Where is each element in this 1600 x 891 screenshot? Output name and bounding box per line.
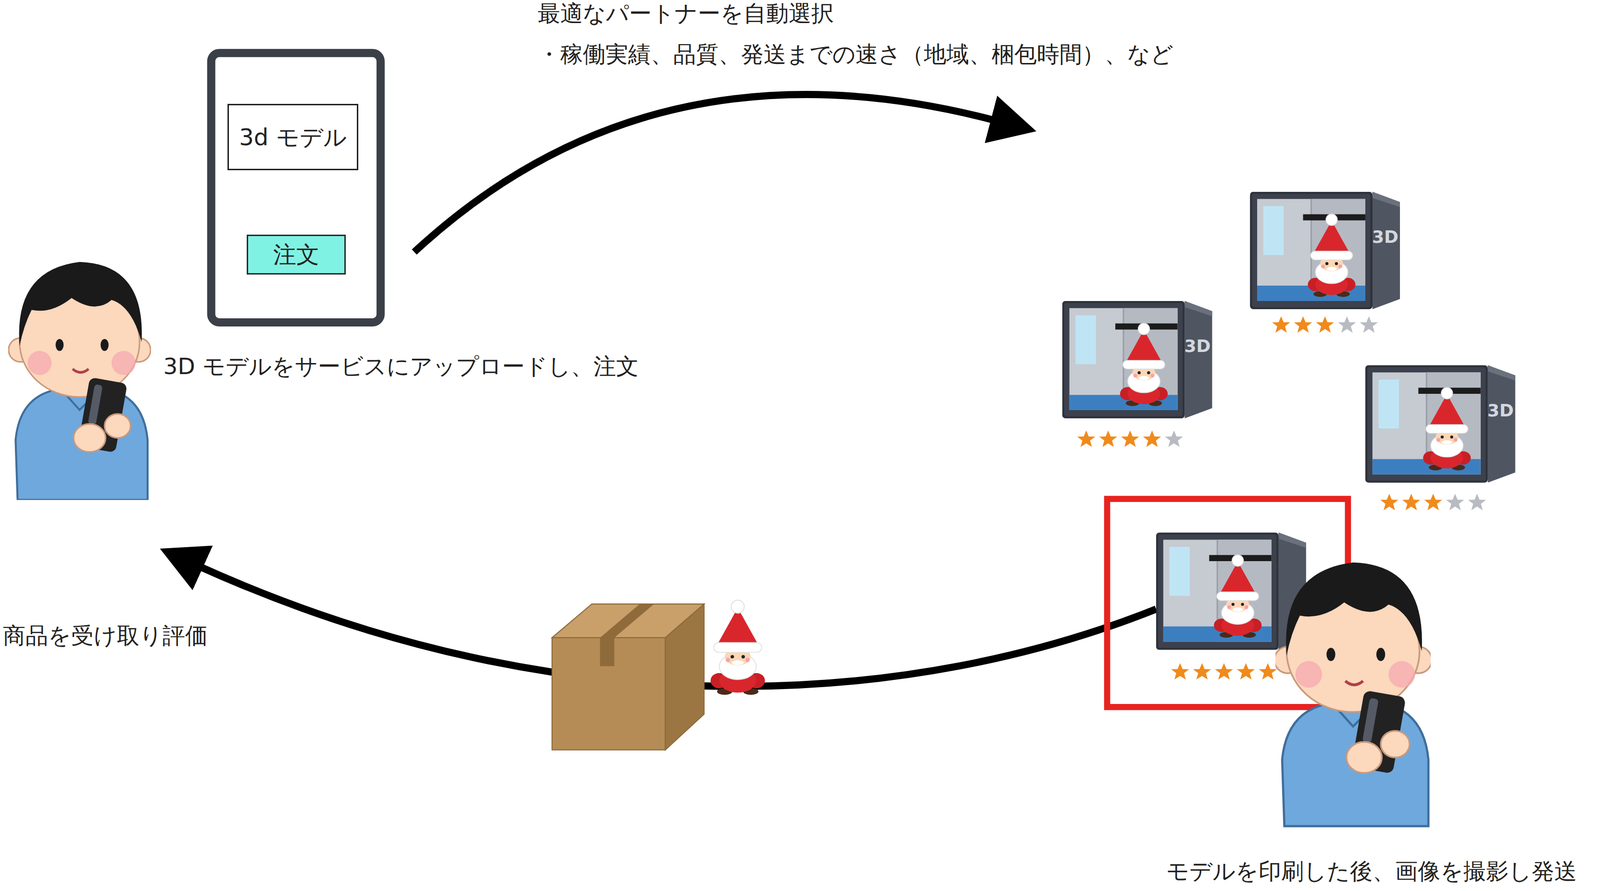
node-text: 注文	[273, 240, 320, 269]
order-button: 注文	[246, 234, 346, 275]
printer-mark: 3D	[1182, 335, 1213, 357]
node-text: 3d モデル	[239, 123, 347, 152]
art-part	[1164, 430, 1183, 447]
phone-frame	[211, 52, 381, 323]
art-part	[710, 600, 765, 695]
art-part	[1446, 493, 1464, 511]
printer-mark: 3D	[1485, 400, 1516, 421]
printer-icon	[1365, 365, 1516, 483]
art-part	[1143, 430, 1161, 447]
step-note: 3D モデルをサービスにアップロードし、注文	[163, 352, 639, 380]
art-part	[1360, 316, 1378, 333]
art-part	[1099, 430, 1118, 447]
model-box: 3d モデル	[227, 103, 358, 171]
printer-mark: 3D	[1370, 226, 1401, 248]
art-part	[1121, 430, 1139, 447]
flow-arrows	[199, 94, 1157, 687]
art-part	[1294, 316, 1312, 333]
people	[8, 262, 1432, 827]
art-part	[1077, 430, 1096, 447]
criteria-note: ・稼働実績、品質、発送までの速さ（地域、梱包時間）、など	[537, 40, 1174, 68]
upload-arrow	[414, 94, 995, 253]
art-part	[1423, 493, 1442, 511]
step-note: モデルを印刷した後、画像を撮影し発送	[1166, 857, 1577, 885]
art-part	[552, 637, 666, 750]
art-part	[1315, 316, 1334, 333]
art-part	[1214, 663, 1233, 680]
customer-figure	[8, 262, 151, 501]
printer-icon	[1062, 301, 1213, 419]
art-part	[1337, 316, 1356, 333]
printer-icon	[1249, 191, 1400, 310]
art-part	[1402, 493, 1421, 511]
step-note: 商品を受け取り評価	[2, 622, 208, 650]
art-part	[1259, 663, 1277, 680]
heading-text: 最適なパートナーを自動選択	[537, 0, 834, 27]
art-part	[1272, 316, 1290, 333]
art-part	[600, 604, 655, 638]
art-part	[1193, 663, 1211, 680]
partner-figure	[1274, 562, 1432, 827]
art-part	[1380, 493, 1399, 511]
art-part	[211, 52, 381, 323]
art-part	[1171, 663, 1189, 680]
art-part	[1468, 493, 1487, 511]
printers	[1062, 191, 1516, 651]
art-part	[600, 637, 615, 667]
santa-figure	[710, 600, 765, 695]
cardboard-box	[552, 604, 705, 750]
art-part	[1236, 663, 1255, 680]
art-part	[665, 604, 705, 750]
printer-icon	[1156, 532, 1307, 651]
